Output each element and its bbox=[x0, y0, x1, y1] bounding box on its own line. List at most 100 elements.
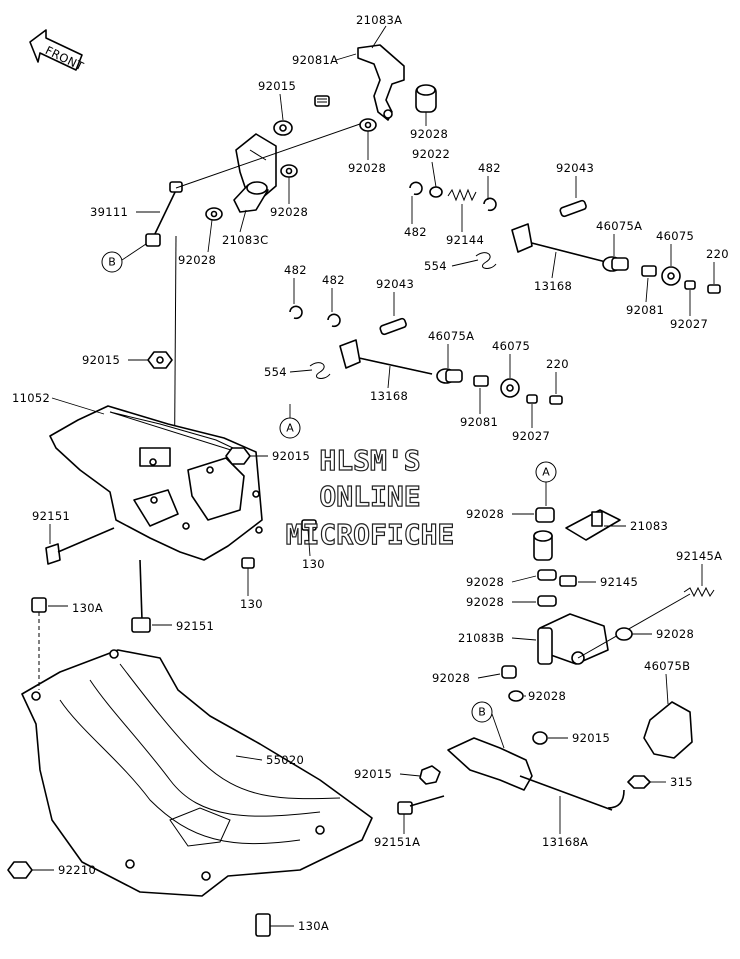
bolt-130-b bbox=[241, 557, 255, 569]
bushing-92028-i bbox=[508, 690, 524, 702]
label-220-a: 220 bbox=[706, 247, 729, 261]
nut-92015-lever-a bbox=[532, 731, 548, 745]
label-482-a: 482 bbox=[404, 225, 427, 239]
nut-46075-a bbox=[661, 266, 681, 286]
nut-315 bbox=[627, 775, 651, 789]
label-92151-b: 92151 bbox=[176, 619, 214, 633]
label-92144: 92144 bbox=[446, 233, 484, 247]
callout-a-frame: A bbox=[279, 404, 301, 439]
bolt-220-b bbox=[549, 395, 563, 405]
svg-text:B: B bbox=[478, 706, 486, 719]
label-55020: 55020 bbox=[266, 753, 304, 767]
nut-92015-top bbox=[273, 120, 293, 136]
shaft-13168-a bbox=[511, 223, 607, 263]
pin-92027-b bbox=[526, 394, 538, 404]
spring-92081-b bbox=[473, 375, 489, 387]
label-130-a: 130 bbox=[302, 557, 325, 571]
label-92043-a: 92043 bbox=[556, 161, 594, 175]
label-92015-lever-b: 92015 bbox=[354, 767, 392, 781]
label-39111: 39111 bbox=[90, 205, 128, 219]
bolt-92151-b bbox=[131, 559, 151, 633]
spacer-92081a bbox=[314, 95, 330, 107]
clip-482-d bbox=[327, 313, 341, 328]
label-482-b: 482 bbox=[478, 161, 501, 175]
label-92028-lever-b: 92028 bbox=[466, 575, 504, 589]
grip-46075b bbox=[643, 701, 693, 759]
label-92210: 92210 bbox=[58, 863, 96, 877]
label-46075a-b: 46075A bbox=[428, 329, 474, 343]
label-482-d: 482 bbox=[322, 273, 345, 287]
frame-bracket-11052 bbox=[49, 405, 263, 561]
bracket-21083b bbox=[537, 613, 609, 665]
clip-554-a bbox=[475, 252, 497, 269]
svg-text:A: A bbox=[286, 422, 294, 435]
label-13168-b: 13168 bbox=[370, 389, 408, 403]
bolt-46075a-a bbox=[602, 256, 629, 272]
nut-92015-lever-b bbox=[419, 765, 441, 785]
label-92145: 92145 bbox=[600, 575, 638, 589]
label-130-b: 130 bbox=[240, 597, 263, 611]
label-92043-b: 92043 bbox=[376, 277, 414, 291]
label-92015-top: 92015 bbox=[258, 79, 296, 93]
label-21083c: 21083C bbox=[222, 233, 268, 247]
rod-39111 bbox=[145, 181, 183, 247]
nut-46075-b bbox=[500, 378, 520, 398]
svg-text:A: A bbox=[542, 466, 550, 479]
label-92081-a: 92081 bbox=[626, 303, 664, 317]
skid-plate-55020 bbox=[21, 649, 373, 897]
label-21083b: 21083B bbox=[458, 631, 504, 645]
shift-bracket-21083a bbox=[357, 25, 405, 121]
svg-text:B: B bbox=[108, 256, 116, 269]
label-46075-b: 46075 bbox=[492, 339, 530, 353]
bushing-92028-d bbox=[535, 507, 555, 523]
label-11052: 11052 bbox=[12, 391, 50, 405]
label-92028-lever-e: 92028 bbox=[432, 671, 470, 685]
label-92028-lever-c: 92028 bbox=[466, 595, 504, 609]
label-21083a: 21083A bbox=[356, 13, 402, 27]
label-13168-a: 13168 bbox=[534, 279, 572, 293]
label-92151a: 92151A bbox=[374, 835, 420, 849]
label-130a-top: 130A bbox=[72, 601, 103, 615]
label-21083: 21083 bbox=[630, 519, 668, 533]
watermark: HLSM'S ONLINE MICROFICHE bbox=[285, 443, 455, 551]
label-92015-mid: 92015 bbox=[82, 353, 120, 367]
bolt-92043-b bbox=[379, 317, 407, 336]
bolt-130-a bbox=[301, 519, 317, 531]
spring-92081-a bbox=[641, 265, 657, 277]
label-130a-bottom: 130A bbox=[298, 919, 329, 933]
clip-482-b bbox=[483, 197, 497, 212]
collar-21083c bbox=[233, 181, 269, 213]
washer-92022 bbox=[429, 186, 443, 198]
label-315: 315 bbox=[670, 775, 693, 789]
nut-92015-frame bbox=[225, 447, 251, 465]
bolt-130a-top bbox=[31, 597, 47, 690]
label-482-c: 482 bbox=[284, 263, 307, 277]
clip-554-b bbox=[309, 362, 331, 379]
spring-92145a bbox=[683, 586, 715, 598]
label-92081a: 92081A bbox=[292, 53, 338, 67]
watermark-line-2: ONLINE bbox=[319, 480, 420, 513]
label-46075b: 46075B bbox=[644, 659, 690, 673]
shift-bracket-main bbox=[235, 133, 277, 199]
label-46075-a: 46075 bbox=[656, 229, 694, 243]
label-92028-b: 92028 bbox=[270, 205, 308, 219]
clip-482-a bbox=[409, 181, 423, 196]
nut-92210 bbox=[7, 861, 33, 879]
spring-line bbox=[577, 593, 691, 659]
bolt-92151a bbox=[397, 795, 445, 815]
callout-b-lever: B bbox=[471, 701, 505, 749]
pin-92027-a bbox=[684, 280, 696, 290]
callout-b-rod: B bbox=[101, 243, 147, 273]
label-220-b: 220 bbox=[546, 357, 569, 371]
label-554-a: 554 bbox=[424, 259, 447, 273]
watermark-line-3: MICROFICHE bbox=[286, 518, 455, 551]
label-92081-b: 92081 bbox=[460, 415, 498, 429]
lever-13168a bbox=[447, 737, 625, 811]
bushing-92028-b bbox=[280, 164, 298, 178]
label-92028-c: 92028 bbox=[178, 253, 216, 267]
bushing-92028-e bbox=[537, 569, 557, 581]
label-92028-mid: 92028 bbox=[348, 161, 386, 175]
bolt-46075a-b bbox=[436, 368, 463, 384]
spring-92145 bbox=[559, 575, 577, 587]
